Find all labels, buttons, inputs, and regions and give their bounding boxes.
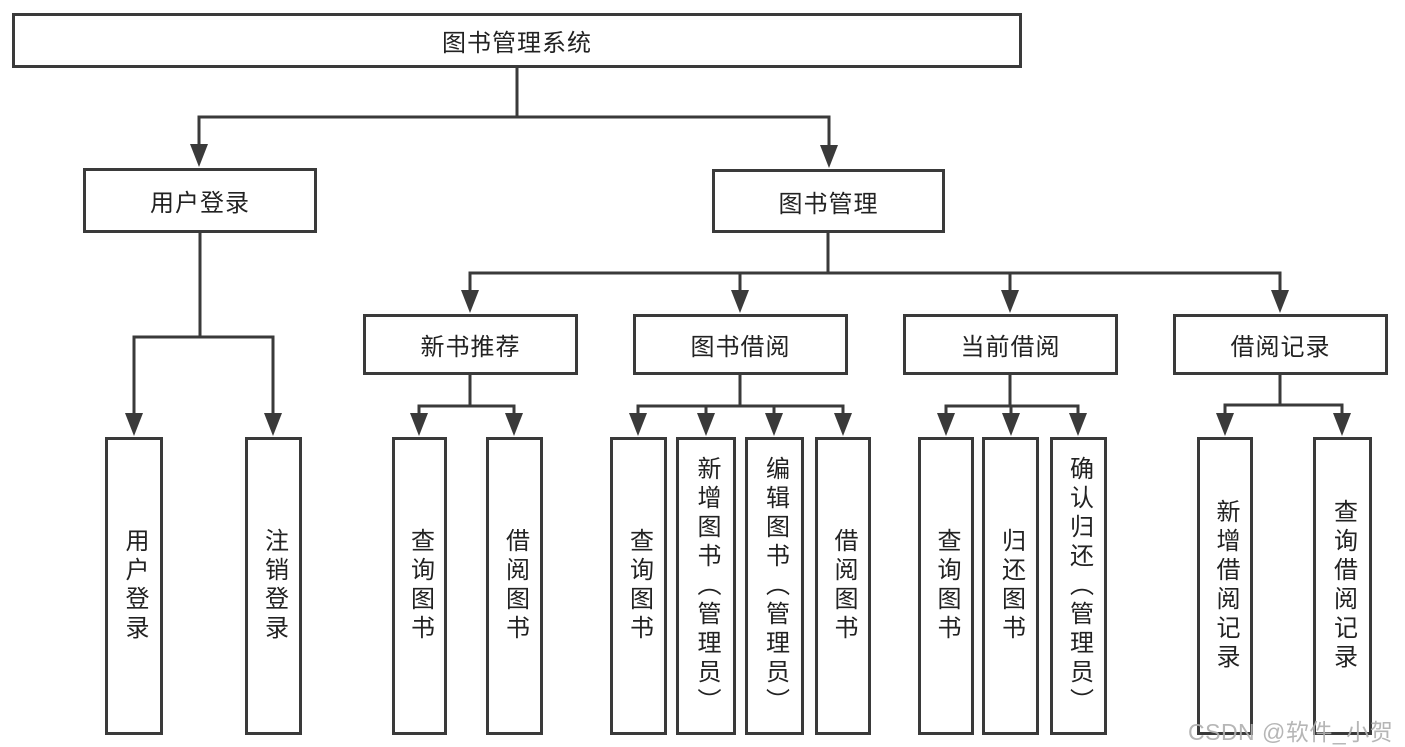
- node-label: 图书借阅: [690, 334, 791, 361]
- arrowhead-icon: [697, 413, 715, 436]
- arrowhead-icon: [190, 144, 208, 167]
- node-leaf-confirm-return-admin: 确认归还（管理员）: [1050, 437, 1107, 735]
- node-label: 新增图书（管理员）: [693, 455, 720, 717]
- node-label: 图书管理系统: [442, 30, 592, 57]
- node-book-management: 图书管理: [712, 169, 945, 233]
- node-user-login: 用户登录: [83, 168, 317, 233]
- arrowhead-icon: [505, 413, 523, 436]
- node-label: 归还图书: [997, 528, 1025, 644]
- arrowhead-icon: [1271, 290, 1289, 313]
- node-leaf-query-borrow-record: 查询借阅记录: [1313, 437, 1372, 735]
- arrowhead-icon: [1216, 413, 1234, 436]
- arrowhead-icon: [629, 413, 647, 436]
- arrowhead-icon: [834, 413, 852, 436]
- node-leaf-borrow-books-recommend: 借阅图书: [486, 437, 543, 735]
- arrowhead-icon: [765, 413, 783, 436]
- connector-line-root: [197, 66, 831, 151]
- node-borrowing-records: 借阅记录: [1173, 314, 1388, 375]
- node-leaf-query-books-recommend: 查询图书: [392, 437, 447, 735]
- arrowhead-icon: [1069, 413, 1087, 436]
- connector-line-current-borrowing: [944, 373, 1080, 419]
- node-book-borrowing: 图书借阅: [633, 314, 848, 375]
- node-label: 查询图书: [933, 528, 960, 644]
- connector-line-book-management: [468, 231, 1282, 296]
- node-leaf-return-books: 归还图书: [982, 437, 1039, 735]
- arrowhead-icon: [125, 413, 143, 436]
- node-leaf-edit-books-admin: 编辑图书（管理员）: [745, 437, 804, 735]
- node-label: 新书推荐: [420, 334, 521, 361]
- node-label: 用户登录: [121, 528, 148, 644]
- arrowhead-icon: [410, 413, 428, 436]
- node-leaf-borrow-books-borrow: 借阅图书: [815, 437, 871, 735]
- node-leaf-query-books-current: 查询图书: [918, 437, 974, 735]
- node-leaf-add-books-admin: 新增图书（管理员）: [676, 437, 736, 735]
- arrowhead-icon: [820, 145, 838, 168]
- node-root: 图书管理系统: [12, 13, 1022, 68]
- node-label: 用户登录: [150, 190, 250, 217]
- node-current-borrowing: 当前借阅: [903, 314, 1118, 375]
- node-label: 注销登录: [260, 528, 288, 644]
- arrowhead-icon: [731, 290, 749, 313]
- connector-line-book-borrowing: [636, 373, 845, 419]
- node-label: 图书管理: [778, 190, 879, 218]
- arrowhead-icon: [937, 413, 955, 436]
- connector-line-borrowing-records: [1223, 373, 1344, 419]
- node-new-book-recommend: 新书推荐: [363, 314, 578, 375]
- arrowhead-icon: [461, 290, 479, 313]
- node-leaf-user-login: 用户登录: [105, 437, 163, 735]
- node-label: 查询图书: [406, 528, 434, 644]
- node-label: 当前借阅: [960, 334, 1061, 361]
- arrowhead-icon: [264, 413, 282, 436]
- connector-line-new-book-recommend: [417, 373, 516, 419]
- arrowhead-icon: [1002, 413, 1020, 436]
- arrowhead-icon: [1333, 413, 1351, 436]
- node-leaf-query-books-borrow: 查询图书: [610, 437, 667, 735]
- node-label: 查询图书: [625, 528, 653, 644]
- node-label: 借阅记录: [1230, 334, 1331, 361]
- node-label: 新增借阅记录: [1212, 499, 1239, 673]
- csdn-watermark: CSDN @软件_小贺同学: [1188, 719, 1394, 745]
- node-label: 编辑图书（管理员）: [761, 455, 789, 717]
- node-label: 查询借阅记录: [1329, 499, 1357, 673]
- connector-line-user-login: [132, 231, 275, 419]
- node-label: 借阅图书: [501, 528, 529, 644]
- node-label: 确认归还（管理员）: [1065, 455, 1093, 717]
- node-leaf-add-borrow-record: 新增借阅记录: [1197, 437, 1253, 735]
- node-label: 借阅图书: [830, 528, 857, 644]
- node-leaf-logout: 注销登录: [245, 437, 302, 735]
- arrowhead-icon: [1001, 290, 1019, 313]
